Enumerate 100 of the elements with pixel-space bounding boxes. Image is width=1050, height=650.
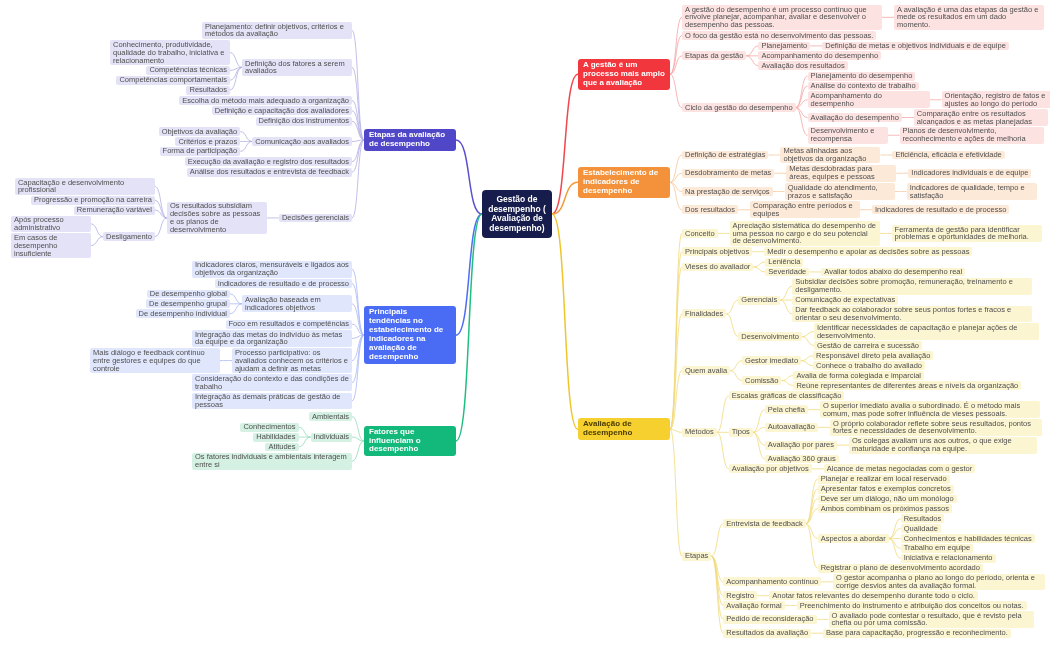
- connector-line: [887, 134, 900, 136]
- connector-line: [716, 395, 730, 433]
- connector-line: [239, 141, 253, 152]
- connector-line: [929, 99, 942, 101]
- connector-line: [669, 370, 683, 430]
- connector-line: [239, 131, 253, 142]
- connector-line: [351, 110, 365, 141]
- connector-line: [781, 380, 794, 386]
- connector-line: [859, 209, 873, 211]
- branch-connector: [551, 73, 579, 215]
- connector-line: [795, 75, 808, 109]
- connector-line: [784, 605, 798, 606]
- connector-line: [751, 251, 765, 253]
- connector-line: [746, 55, 759, 57]
- branch-connector: [551, 213, 579, 431]
- connector-line: [881, 16, 895, 18]
- connector-line: [229, 293, 243, 305]
- connector-line: [795, 107, 808, 136]
- connector-line: [669, 16, 683, 75]
- connector-line: [716, 431, 730, 470]
- connector-line: [669, 181, 683, 192]
- connector-line: [229, 66, 243, 91]
- connector-line: [298, 436, 311, 448]
- connector-line: [800, 355, 814, 362]
- connector-line: [894, 191, 908, 192]
- connector-line: [669, 429, 683, 557]
- connector-line: [90, 236, 104, 246]
- connector-line: [351, 66, 365, 141]
- connector-line: [746, 45, 759, 57]
- connector-line: [888, 518, 902, 539]
- connector-line: [154, 199, 168, 219]
- connector-line: [154, 186, 168, 219]
- connector-line: [710, 555, 724, 634]
- connector-line: [725, 313, 739, 337]
- connector-line: [229, 66, 243, 71]
- central-topic: Gestão de desempenho ( Avaliação de desempenho): [482, 190, 552, 239]
- connector-line: [669, 73, 683, 109]
- connector-line: [879, 233, 892, 234]
- connector-line: [710, 555, 724, 606]
- connector-line: [795, 99, 808, 109]
- connector-line: [805, 523, 819, 539]
- connector-line: [752, 261, 766, 268]
- connector-line: [154, 217, 168, 238]
- connector-line: [895, 172, 909, 174]
- connector-line: [351, 436, 365, 442]
- connector-line: [779, 285, 793, 301]
- connector-line: [809, 45, 823, 47]
- connector-line: [805, 508, 819, 525]
- connector-line: [239, 141, 253, 142]
- connector-line: [752, 266, 766, 273]
- connector-line: [351, 139, 365, 142]
- connector-line: [229, 303, 243, 305]
- connector-line: [807, 409, 821, 411]
- connector-line: [808, 271, 822, 273]
- connector-line: [351, 323, 365, 336]
- connector-line: [817, 426, 831, 428]
- connector-line: [725, 299, 739, 315]
- connector-line: [773, 172, 787, 174]
- connector-line: [752, 427, 766, 433]
- connector-line: [805, 488, 819, 525]
- connector-line: [768, 154, 781, 156]
- connector-line: [154, 209, 168, 219]
- connector-line: [229, 303, 243, 315]
- connector-line: [351, 139, 365, 219]
- connector-line: [779, 299, 793, 315]
- connector-line: [729, 370, 743, 381]
- connector-line: [669, 172, 683, 183]
- connector-line: [795, 85, 808, 109]
- connector-line: [351, 120, 365, 141]
- connector-line: [669, 55, 683, 75]
- branch-connector: [455, 139, 483, 215]
- connector-line: [836, 444, 850, 446]
- connector-line: [811, 468, 825, 470]
- connector-line: [781, 375, 794, 381]
- connector-line: [90, 223, 104, 238]
- connector-line: [888, 538, 902, 559]
- connector-line: [710, 555, 724, 583]
- connector-line: [795, 107, 808, 118]
- main-topic: Estabelecimento de indicadores de desempenho: [578, 166, 670, 198]
- main-topic: A gestão é um processo mais amplo que a avaliação: [578, 58, 670, 90]
- connector-line: [298, 436, 311, 438]
- connector-line: [669, 154, 683, 183]
- connector-line: [229, 52, 243, 68]
- main-topic: Avaliação de desempenho: [578, 418, 670, 441]
- connector-line: [669, 429, 683, 433]
- connector-line: [756, 595, 770, 597]
- connector-line: [772, 191, 786, 192]
- connector-line: [351, 334, 365, 361]
- connector-line: [800, 360, 814, 367]
- branch-connector: [455, 213, 483, 336]
- connector-line: [880, 154, 893, 156]
- main-topic: Principais tendências no estabelecimento de indicadores na avaliação de desempenho: [364, 306, 456, 364]
- connector-line: [351, 334, 365, 402]
- connector-line: [298, 426, 311, 438]
- connector-line: [351, 440, 365, 462]
- connector-line: [888, 528, 902, 539]
- connector-line: [820, 581, 834, 583]
- connector-line: [717, 233, 730, 234]
- connector-line: [805, 498, 819, 525]
- connector-line: [901, 117, 915, 118]
